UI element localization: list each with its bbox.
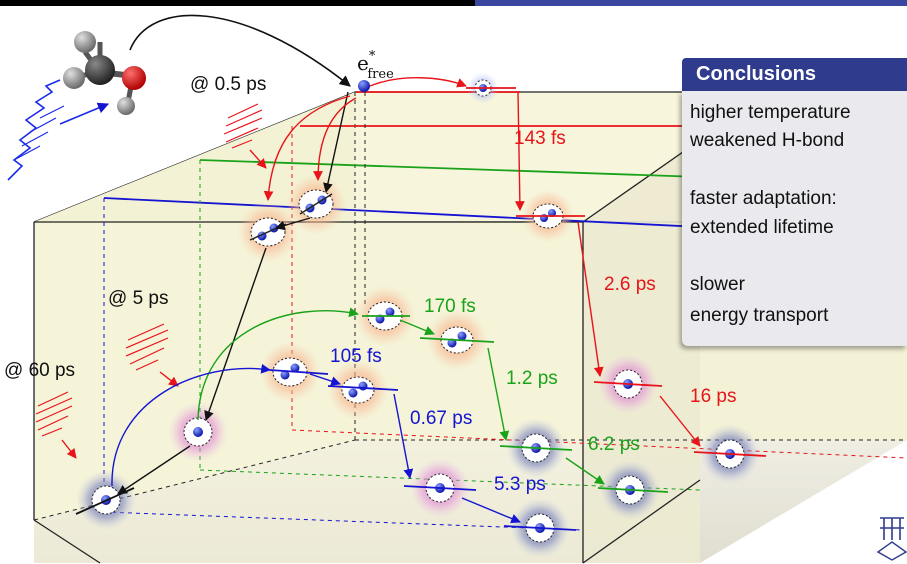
time-label-60ps: @ 60 ps	[4, 360, 75, 381]
state-magenta-blue	[403, 458, 477, 518]
state-green-1	[355, 286, 415, 346]
state-blue-1	[260, 342, 329, 402]
top-bar-dark	[0, 0, 475, 6]
conclusions-body: higher temperature weakened H-bond faste…	[682, 91, 907, 346]
black-transitions	[117, 91, 349, 495]
probe-pulse-05-icon	[223, 103, 267, 169]
state-navy-red	[693, 424, 767, 484]
pump-pulse-icon	[7, 79, 110, 181]
probe-pulse-60-icon	[35, 391, 77, 459]
red-143fs-label: 143 fs	[514, 128, 566, 149]
state-navy-blue-final	[503, 498, 577, 558]
conclusion-line-2: weakened H-bond	[690, 130, 845, 151]
green-170fs-label: 170 fs	[424, 296, 476, 317]
state-blue-2	[327, 360, 399, 420]
blue-transitions	[111, 363, 521, 524]
red-16ps-label: 16 ps	[690, 386, 736, 407]
time-label-5ps: @ 5 ps	[108, 288, 168, 309]
conclusions-panel: Conclusions higher temperature weakened …	[682, 54, 907, 350]
conclusion-line-6: energy transport	[690, 305, 829, 326]
conclusion-line-3: faster adaptation:	[690, 188, 837, 209]
conclusions-title: Conclusions	[682, 58, 907, 91]
green-12ps-label: 1.2 ps	[506, 368, 558, 389]
ionization-arrow	[129, 14, 351, 87]
blue-105fs-label: 105 fs	[330, 346, 382, 367]
conclusion-line-5: slower	[690, 274, 745, 295]
arrow-efree-to-cavity	[369, 77, 467, 88]
state-green-2	[419, 310, 495, 370]
blue-53ps-label: 5.3 ps	[494, 474, 546, 495]
state-magenta-red	[593, 354, 663, 414]
electron-cavity-top	[466, 72, 516, 104]
free-electron	[358, 80, 370, 92]
conclusion-line-4: extended lifetime	[690, 217, 834, 238]
state-orange-2	[238, 202, 298, 262]
blue-067ps-label: 0.67 ps	[410, 408, 472, 429]
state-navy-green-1	[499, 418, 573, 478]
time-label-05ps: @ 0.5 ps	[190, 74, 266, 95]
green-62ps-label: 6.2 ps	[588, 434, 640, 455]
conclusion-line-1: higher temperature	[690, 102, 851, 123]
green-transitions	[197, 307, 605, 485]
tu-logo	[876, 517, 907, 561]
state-navy-ground	[75, 470, 136, 530]
methanol-molecule	[63, 31, 146, 115]
top-bar-blue	[475, 0, 907, 6]
probe-pulse-5-icon	[125, 323, 179, 387]
e-free-label: e*free	[357, 49, 394, 82]
state-navy-green-2	[597, 460, 669, 520]
state-red-top	[516, 190, 585, 242]
red-26ps-label: 2.6 ps	[604, 274, 656, 295]
red-transitions	[263, 91, 701, 447]
